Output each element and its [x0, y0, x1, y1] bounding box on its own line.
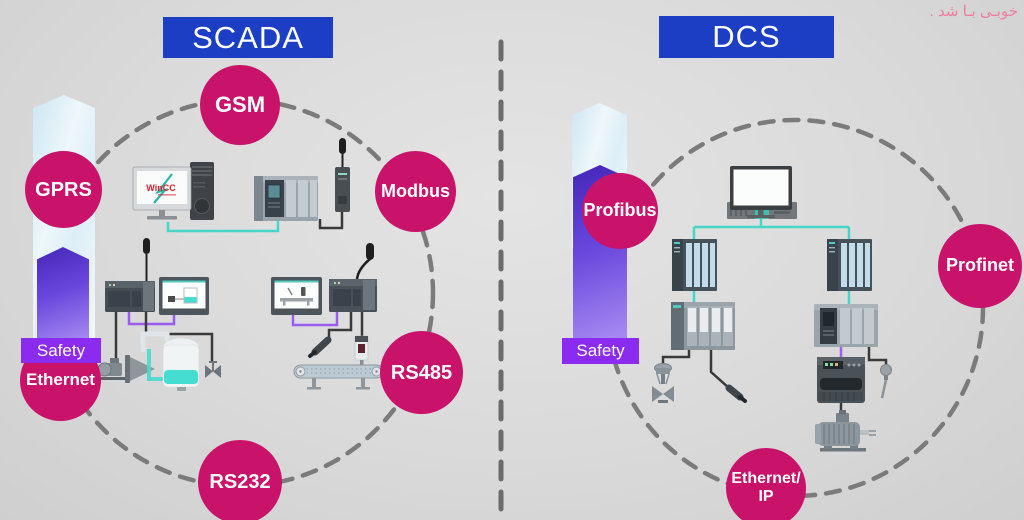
vfd-drive-icon [817, 357, 865, 403]
io-rack-left-icon [672, 239, 717, 291]
scada-title: SCADA [192, 19, 304, 55]
dcs-field-right-group [814, 304, 892, 452]
dcs-title-banner: DCS [659, 16, 834, 58]
compact-plc-icon [105, 281, 155, 312]
hmi-panel-conveyor-icon [271, 277, 322, 315]
wincc-workstation-icon: WinCC [132, 162, 214, 220]
purple-cable [291, 312, 339, 327]
bubble-gprs: GPRS [25, 151, 102, 228]
scada-top-row-group: WinCC [132, 138, 350, 233]
dcs-field-left-group [652, 302, 747, 403]
safety-label-dcs: Safety [562, 338, 639, 364]
bubble-ethernet-ip: Ethernet/ IP [726, 448, 806, 520]
process-tank-icon [140, 331, 200, 391]
bubble-modbus: Modbus [375, 151, 456, 232]
dcs-title: DCS [712, 19, 781, 54]
motor-icon [815, 410, 876, 452]
scada-purple-column [37, 247, 89, 342]
wincc-logo-text: WinCC [146, 183, 176, 193]
antenna-icon [366, 243, 374, 260]
hmi-panel-tank-icon [159, 277, 209, 315]
bubble-rs232: RS232 [198, 440, 282, 520]
purple-cable [127, 312, 176, 326]
cone-valve-icon [125, 355, 155, 383]
gsm-modem-antenna-icon [335, 138, 350, 212]
compact-plc-icon [329, 279, 377, 312]
dark-cable [318, 212, 344, 230]
proximity-sensor-icon [308, 336, 332, 358]
scada-tank-station-group [97, 238, 221, 391]
operator-monitor-icon [730, 166, 792, 218]
safety-label-scada: Safety [21, 338, 101, 363]
bubble-profibus: Profibus [582, 173, 658, 249]
dcs-plc-icon [814, 304, 878, 347]
bubble-profinet: Profinet [938, 224, 1022, 308]
scada-main-plc-icon [254, 176, 318, 221]
antenna-icon [143, 238, 150, 254]
scada-conveyor-station-group [271, 243, 384, 390]
persian-note: خوبـی بـا شد . [929, 3, 1018, 20]
remote-io-rack-icon [671, 302, 735, 350]
conveyor-belt-icon [293, 364, 384, 390]
teal-cable [166, 219, 280, 233]
teal-network-cable [692, 219, 851, 304]
io-rack-right-icon [827, 239, 872, 291]
temperature-sensor-icon [880, 364, 892, 399]
bubble-gsm: GSM [200, 65, 280, 145]
bubble-rs485: RS485 [380, 331, 463, 414]
control-valve-icon [652, 363, 674, 403]
small-valve-icon [205, 361, 221, 378]
scada-title-banner: SCADA [163, 17, 333, 58]
dcs-supervisory-group [672, 166, 872, 304]
pump-icon [97, 358, 126, 380]
inductive-sensor-icon [725, 384, 747, 403]
